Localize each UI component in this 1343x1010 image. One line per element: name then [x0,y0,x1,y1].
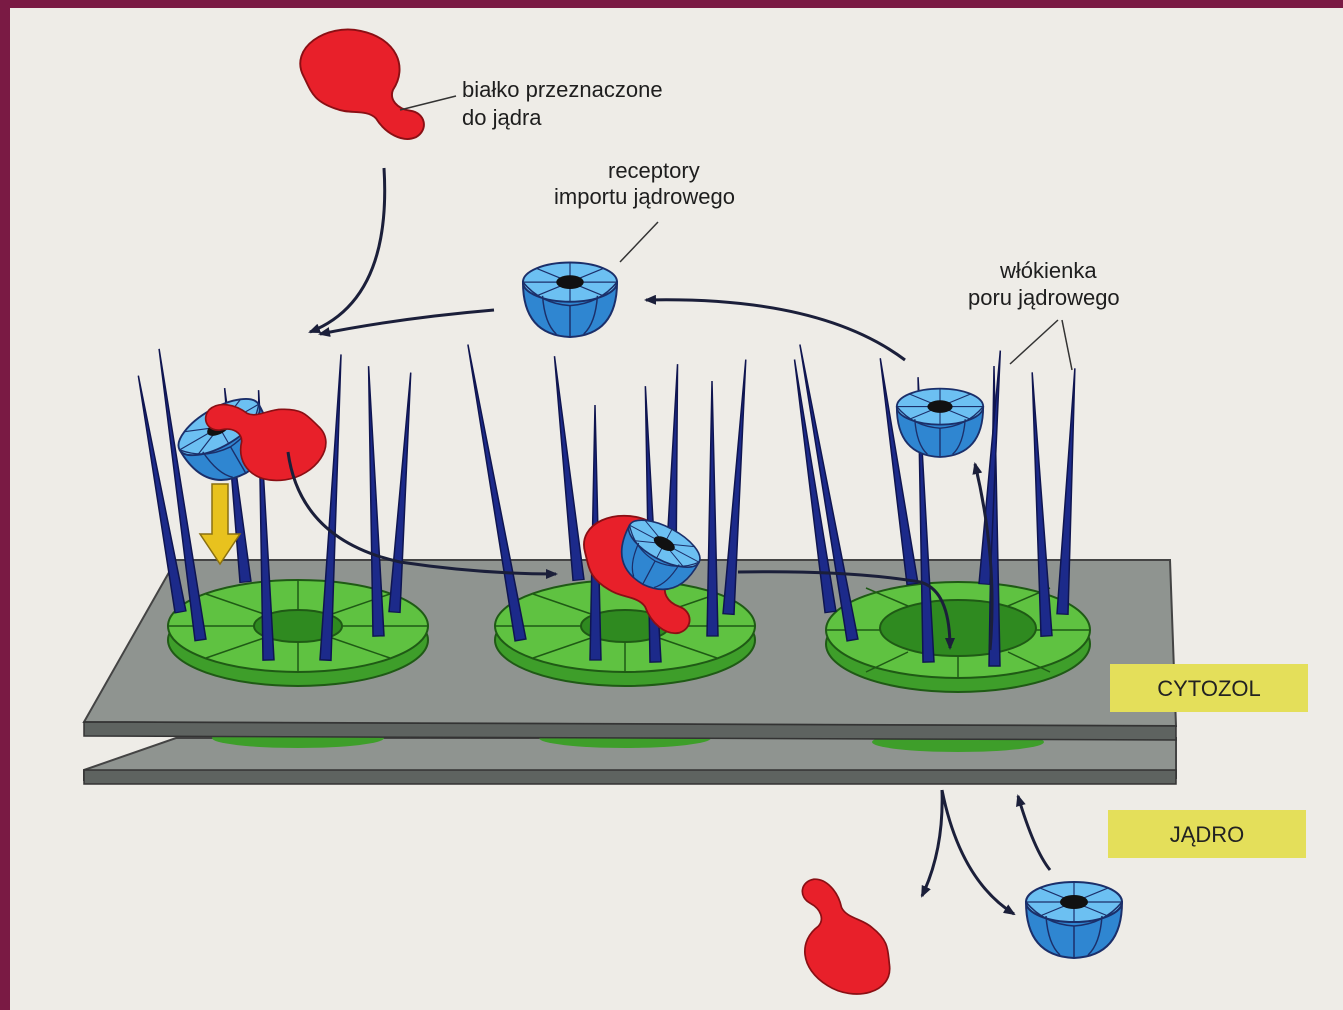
fibril-label-line2: poru jądrowego [968,285,1120,310]
fibril-label-line1: włókienka [999,258,1097,283]
protein-label-line1: białko przeznaczone [462,77,663,102]
cytosol-label: CYTOZOL [1157,676,1261,701]
nucleus-label: JĄDRO [1170,822,1245,847]
receptor-label-line2: importu jądrowego [554,184,735,209]
nuclear-pore-icon [826,582,1090,692]
nuclear-pore-icon [168,580,428,686]
import-receptor-icon [897,389,983,457]
import-receptor-icon [1026,882,1122,958]
receptor-label-line1: receptory [608,158,700,183]
protein-label-line2: do jądra [462,105,542,130]
import-receptor-icon [523,263,617,337]
